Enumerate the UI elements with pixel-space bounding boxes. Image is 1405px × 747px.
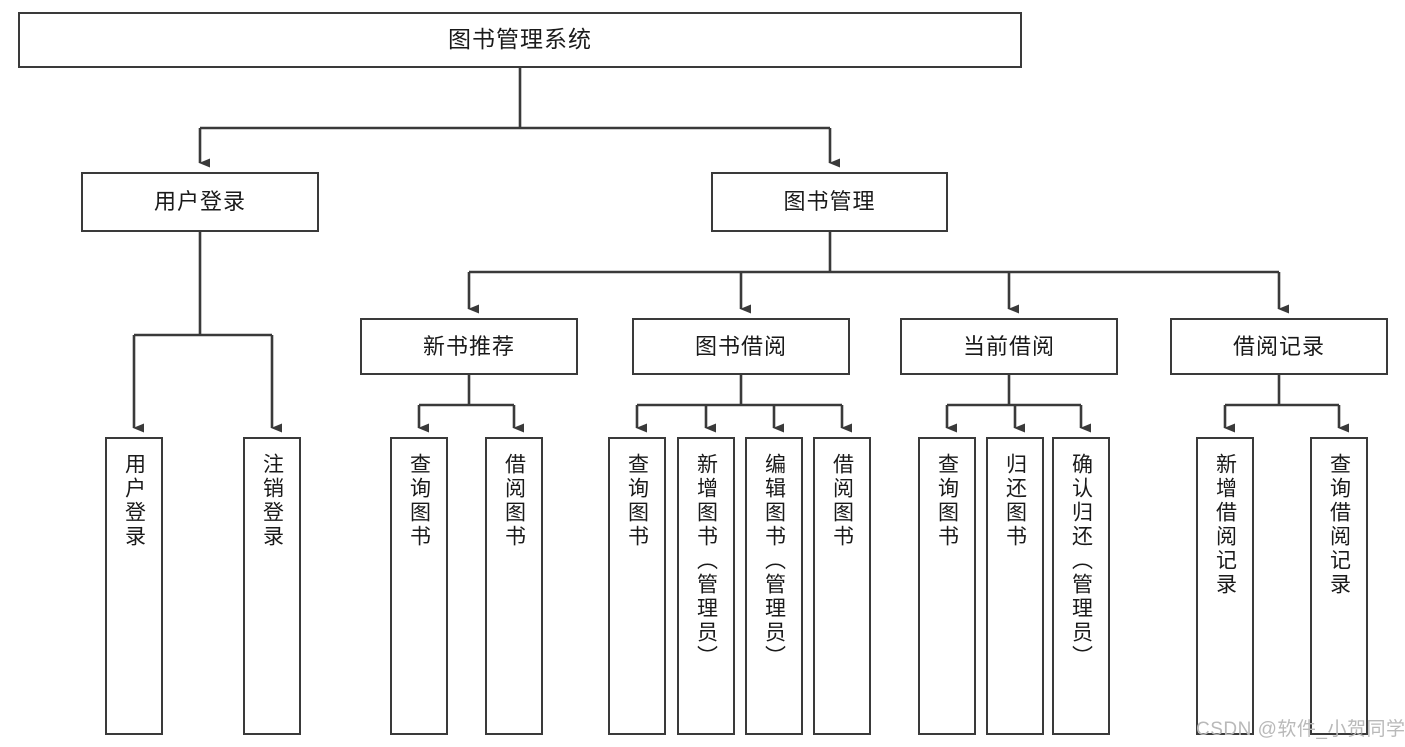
node-new-book-rec[interactable]: 新书推荐 [360,318,578,375]
node-leaf-query-book-2-label: 查询图书 [625,453,649,549]
node-leaf-edit-book-label: 编辑图书（管理员） [762,453,786,669]
node-borrow-record-label: 借阅记录 [1232,333,1325,359]
node-leaf-add-book-label: 新增图书（管理员） [694,453,718,669]
node-current-borrow-label: 当前借阅 [962,333,1055,359]
node-leaf-logout-label: 注销登录 [260,453,284,549]
node-leaf-borrow-book-2[interactable]: 借阅图书 [813,437,871,735]
node-leaf-confirm-return-label: 确认归还（管理员） [1069,453,1093,669]
node-borrow-record[interactable]: 借阅记录 [1170,318,1388,375]
node-leaf-add-record[interactable]: 新增借阅记录 [1196,437,1254,735]
node-leaf-query-book-3-label: 查询图书 [935,453,959,549]
node-book-manage-label: 图书管理 [783,189,876,215]
node-leaf-add-book[interactable]: 新增图书（管理员） [677,437,735,735]
node-leaf-query-book-1[interactable]: 查询图书 [390,437,448,735]
node-leaf-return-book[interactable]: 归还图书 [986,437,1044,735]
node-leaf-query-book-2[interactable]: 查询图书 [608,437,666,735]
node-user-login[interactable]: 用户登录 [81,172,319,232]
node-book-borrow[interactable]: 图书借阅 [632,318,850,375]
node-leaf-query-book-3[interactable]: 查询图书 [918,437,976,735]
node-leaf-borrow-book-2-label: 借阅图书 [830,453,854,549]
node-root[interactable]: 图书管理系统 [18,12,1022,68]
node-leaf-edit-book[interactable]: 编辑图书（管理员） [745,437,803,735]
node-leaf-user-login[interactable]: 用户登录 [105,437,163,735]
node-leaf-add-record-label: 新增借阅记录 [1213,453,1237,597]
node-new-book-rec-label: 新书推荐 [422,333,515,359]
node-leaf-return-book-label: 归还图书 [1003,453,1027,549]
node-leaf-confirm-return[interactable]: 确认归还（管理员） [1052,437,1110,735]
node-current-borrow[interactable]: 当前借阅 [900,318,1118,375]
node-user-login-label: 用户登录 [153,189,246,215]
node-leaf-query-record[interactable]: 查询借阅记录 [1310,437,1368,735]
node-leaf-user-login-label: 用户登录 [122,453,146,549]
node-leaf-borrow-book-1[interactable]: 借阅图书 [485,437,543,735]
node-leaf-query-book-1-label: 查询图书 [407,453,431,549]
node-root-label: 图书管理系统 [448,26,592,53]
csdn-watermark: CSDN @软件_小贺同学 [1196,719,1405,740]
node-book-manage[interactable]: 图书管理 [711,172,948,232]
node-leaf-query-record-label: 查询借阅记录 [1327,453,1351,597]
node-leaf-logout[interactable]: 注销登录 [243,437,301,735]
node-book-borrow-label: 图书借阅 [694,333,787,359]
node-leaf-borrow-book-1-label: 借阅图书 [502,453,526,549]
